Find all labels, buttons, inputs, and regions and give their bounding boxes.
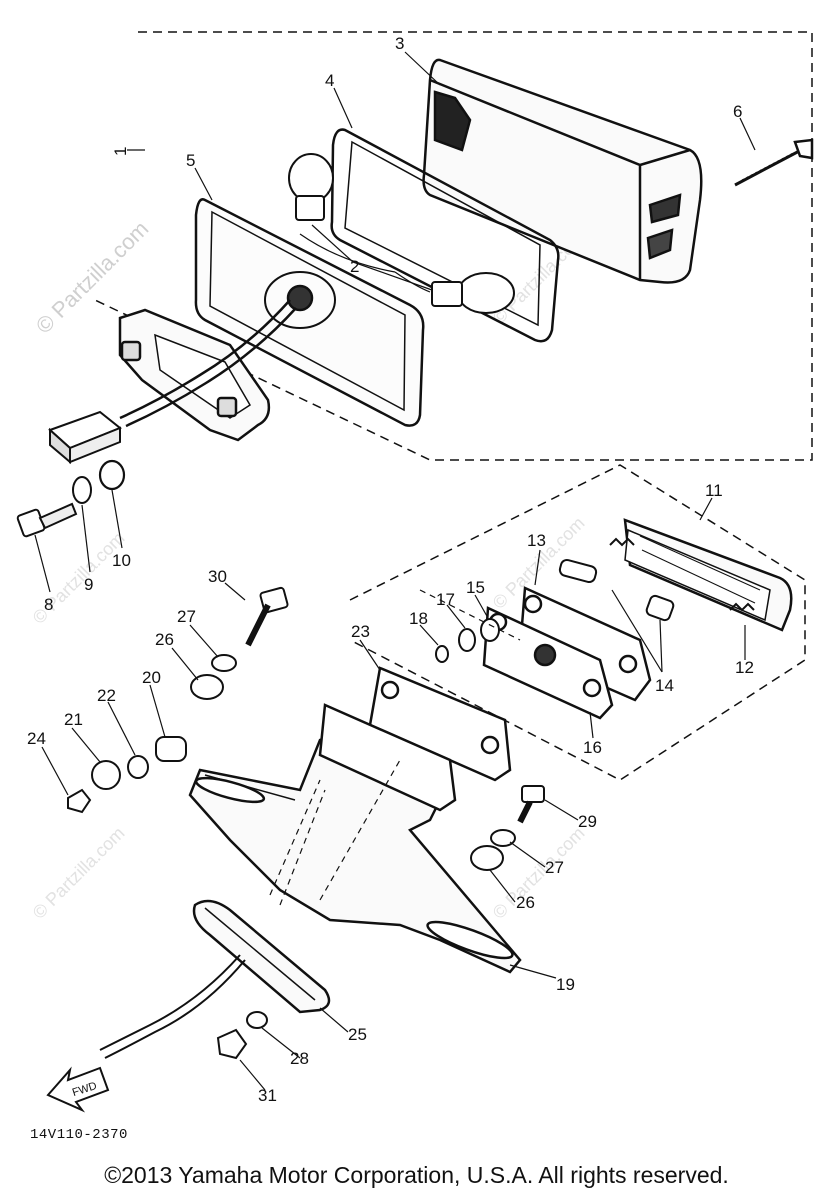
callout-numbers: 1 2 3 4 5 6 8 9 10 11 12 13 14 15 16 17 … [27, 34, 754, 1105]
bulb-lower [457, 272, 515, 314]
callout-10: 10 [112, 551, 131, 570]
callout-26-lower: 26 [516, 893, 535, 912]
callout-12: 12 [735, 658, 754, 677]
wire-harness [119, 299, 297, 428]
reflector-wires [99, 954, 246, 1059]
callout-27-lower: 27 [545, 858, 564, 877]
part-20-grommet [155, 736, 187, 762]
part-29-bolt [517, 785, 545, 824]
copyright-notice: ©2013 Yamaha Motor Corporation, U.S.A. A… [104, 1162, 729, 1188]
part-17-washer [458, 628, 476, 652]
license-plate-backing [318, 703, 457, 812]
part-8-bolt [16, 502, 78, 538]
part-6-screw [734, 138, 814, 187]
callout-29: 29 [578, 812, 597, 831]
part-24-nut [67, 788, 92, 814]
part-16-plate [482, 606, 614, 720]
callout-24: 24 [27, 729, 46, 748]
connector [48, 410, 122, 465]
watermark-faint-2: © Partzilla.com [29, 823, 129, 923]
part-22-collar [127, 755, 149, 779]
callout-2: 2 [350, 257, 359, 276]
callout-13: 13 [527, 531, 546, 550]
part-21-washer [91, 760, 121, 790]
part-31-nut [216, 1028, 248, 1060]
callout-19: 19 [556, 975, 575, 994]
callout-8: 8 [44, 595, 53, 614]
assembly-1-boundary [94, 31, 813, 461]
callout-28: 28 [290, 1049, 309, 1068]
callout-31: 31 [258, 1086, 277, 1105]
drawing-code: 14V110-2370 [30, 1127, 128, 1143]
part-12-contact [609, 537, 755, 612]
callout-27-upper: 27 [177, 607, 196, 626]
callout-9: 9 [84, 575, 93, 594]
callout-21: 21 [64, 710, 83, 729]
part-2-bulbs [288, 153, 515, 314]
part-23-bracket [368, 666, 512, 782]
part-28-nut [246, 1011, 268, 1029]
part-30-bolt [245, 586, 289, 647]
part-9-washer [72, 476, 92, 504]
callout-leaders [34, 51, 756, 1091]
part-11-license-lamp [623, 518, 793, 632]
callout-14: 14 [655, 676, 674, 695]
callout-30: 30 [208, 567, 227, 586]
callout-20: 20 [142, 668, 161, 687]
callout-16: 16 [583, 738, 602, 757]
mounting-bracket [118, 308, 271, 442]
callout-26-upper: 26 [155, 630, 174, 649]
assembly-11-boundary [349, 464, 806, 781]
part-14-bulbs [558, 558, 675, 622]
part-4-gasket [330, 128, 560, 343]
part-27-washer-upper [211, 654, 237, 672]
callout-5: 5 [186, 151, 195, 170]
fwd-arrow: FWD [46, 1066, 110, 1113]
part-26-grommet-upper [190, 674, 224, 700]
callout-23: 23 [351, 622, 370, 641]
callout-25: 25 [348, 1025, 367, 1044]
callout-22: 22 [97, 686, 116, 705]
callout-15: 15 [466, 578, 485, 597]
callout-11: 11 [705, 481, 723, 500]
part-5-base [194, 198, 425, 427]
callout-17: 17 [436, 590, 455, 609]
part-26-grommet-lower [470, 845, 504, 871]
callout-1: 1 [111, 147, 130, 156]
leader-lines [269, 589, 521, 906]
bulb-upper [288, 153, 334, 203]
callout-18: 18 [409, 609, 428, 628]
callout-3: 3 [395, 34, 404, 53]
part-10-grommet [98, 459, 126, 491]
callout-4: 4 [325, 71, 334, 90]
part-3-lens [422, 58, 703, 284]
part-18-nut [435, 645, 449, 663]
part-27-washer-lower [490, 829, 516, 847]
callout-6: 6 [733, 102, 742, 121]
part-25-bracket [192, 899, 331, 1014]
